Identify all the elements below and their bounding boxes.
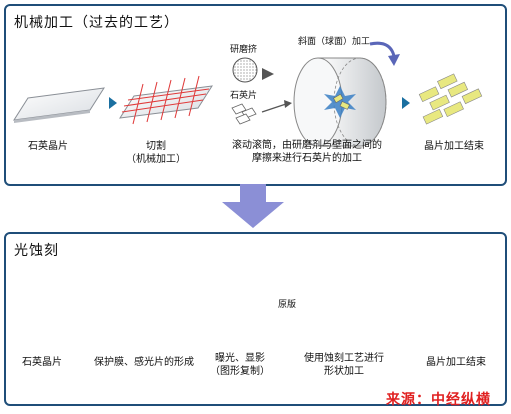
- flow-arrow: [262, 68, 274, 80]
- source-credit: 来源：中经纵横: [386, 392, 491, 408]
- finished-chips-image: [418, 73, 483, 125]
- abrasive-ball-image: [232, 57, 258, 83]
- big-down-arrow-icon: [222, 184, 284, 228]
- step-label-tumbling: 滚动滚筒，由研磨剂与壁面之间的 摩擦来进行石英片的加工: [232, 140, 382, 164]
- cut-wafer-image: [119, 75, 213, 125]
- step-label-quartz-wafer: 石英晶片: [22, 357, 62, 368]
- step-label-exposure: 曝光、显影 （图形复制）: [210, 353, 270, 377]
- step-label-quartz-wafer: 石英晶片: [28, 141, 68, 152]
- step-label-finished: 晶片加工结束: [426, 357, 486, 368]
- quartz-wafer-image: [13, 87, 105, 123]
- step-label-cutting: 切割 （机械加工）: [126, 141, 186, 165]
- step-label-etching: 使用蚀刻工艺进行 形状加工: [304, 353, 384, 377]
- flow-arrow: [402, 97, 410, 109]
- tumbling-drum-image: [293, 57, 387, 147]
- drum-label: 斜面（球面）加工: [298, 37, 371, 47]
- quartz-pieces-label: 石英片: [230, 91, 258, 101]
- quartz-pieces-image: [231, 103, 257, 125]
- abrasive-label: 研磨挤: [230, 45, 258, 55]
- photo-etching-panel-title: 光蚀刻: [14, 243, 59, 259]
- rotation-arrow-icon: [388, 54, 400, 66]
- step-label-photoresist: 保护膜、感光片的形成: [94, 357, 194, 368]
- photo-etching-panel: [4, 232, 507, 406]
- mechanical-panel-title: 机械加工（过去的工艺）: [14, 15, 179, 31]
- mask-label: 原版: [278, 300, 297, 310]
- step-label-finished: 晶片加工结束: [424, 141, 484, 152]
- flow-arrow: [109, 97, 117, 109]
